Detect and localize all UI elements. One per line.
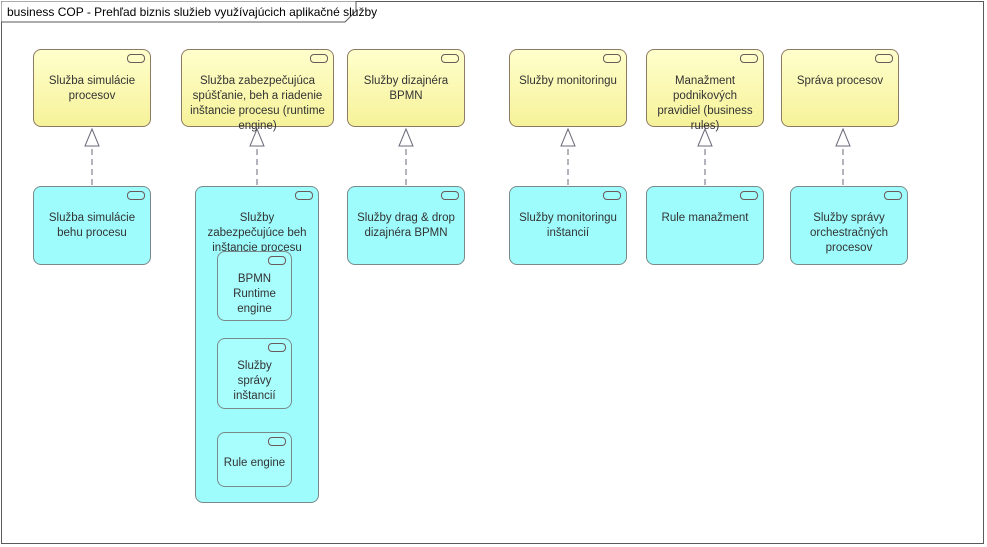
application-service-1[interactable]: Služba simulácie behu procesu (33, 186, 151, 265)
application-service-3[interactable]: Služby drag & drop dizajnéra BPMN (347, 186, 465, 265)
service-icon (441, 54, 459, 63)
business-service-6[interactable]: Správa procesov (781, 49, 899, 127)
title-tab-shape (1, 1, 357, 23)
service-icon (268, 256, 286, 265)
application-service-4-label: Služby monitoringu inštancií (519, 212, 617, 239)
service-icon (268, 343, 286, 352)
service-icon (295, 191, 313, 200)
service-icon (310, 54, 328, 63)
business-service-3[interactable]: Služby dizajnéra BPMN (347, 49, 465, 127)
service-icon (884, 191, 902, 200)
application-service-2-label: Služby zabezpečujúce beh inštancie proce… (207, 212, 307, 254)
business-service-1[interactable]: Služba simulácie procesov (33, 49, 151, 127)
realization-arrowhead-1 (84, 127, 100, 147)
application-service-5[interactable]: Rule manažment (646, 186, 764, 265)
business-service-3-label: Služby dizajnéra BPMN (363, 75, 449, 102)
realization-arrowhead-2 (249, 127, 265, 147)
realization-arrowhead-5 (697, 127, 713, 147)
diagram-title-tab: business COP - Prehľad biznis služieb vy… (1, 1, 377, 23)
nested-service-2-label: Služby správy inštancií (233, 360, 276, 402)
business-service-5[interactable]: Manažment podnikových pravidiel (busines… (646, 49, 764, 132)
business-service-2-label: Služba zabezpečujúca spúšťanie, beh a ri… (190, 75, 325, 132)
service-icon (441, 191, 459, 200)
nested-service-1-label: BPMN Runtime engine (233, 273, 276, 315)
business-service-2[interactable]: Služba zabezpečujúca spúšťanie, beh a ri… (181, 49, 334, 132)
application-service-3-label: Služby drag & drop dizajnéra BPMN (357, 212, 455, 239)
nested-service-3-label: Rule engine (223, 457, 286, 469)
business-service-5-label: Manažment podnikových pravidiel (busines… (657, 75, 753, 132)
application-service-4[interactable]: Služby monitoringu inštancií (509, 186, 627, 265)
service-icon (740, 54, 758, 63)
diagram-title: business COP - Prehľad biznis služieb vy… (7, 5, 378, 19)
realization-arrowhead-6 (835, 127, 851, 147)
nested-service-3[interactable]: Rule engine (217, 432, 292, 487)
application-service-6-label: Služby správy orchestračných procesov (810, 212, 888, 254)
service-icon (127, 54, 145, 63)
nested-service-1[interactable]: BPMN Runtime engine (217, 251, 292, 321)
application-service-1-label: Služba simulácie behu procesu (48, 212, 136, 239)
service-icon (875, 54, 893, 63)
realization-arrowhead-4 (560, 127, 576, 147)
application-service-5-label: Rule manažment (661, 212, 749, 224)
realization-arrowhead-3 (398, 127, 414, 147)
business-service-4[interactable]: Služby monitoringu (509, 49, 627, 127)
business-service-6-label: Správa procesov (796, 75, 884, 87)
business-service-4-label: Služby monitoringu (519, 75, 617, 87)
business-service-1-label: Služba simulácie procesov (48, 75, 136, 102)
service-icon (268, 437, 286, 446)
service-icon (603, 191, 621, 200)
application-service-6[interactable]: Služby správy orchestračných procesov (790, 186, 908, 265)
nested-service-2[interactable]: Služby správy inštancií (217, 338, 292, 409)
service-icon (127, 191, 145, 200)
service-icon (740, 191, 758, 200)
service-icon (603, 54, 621, 63)
